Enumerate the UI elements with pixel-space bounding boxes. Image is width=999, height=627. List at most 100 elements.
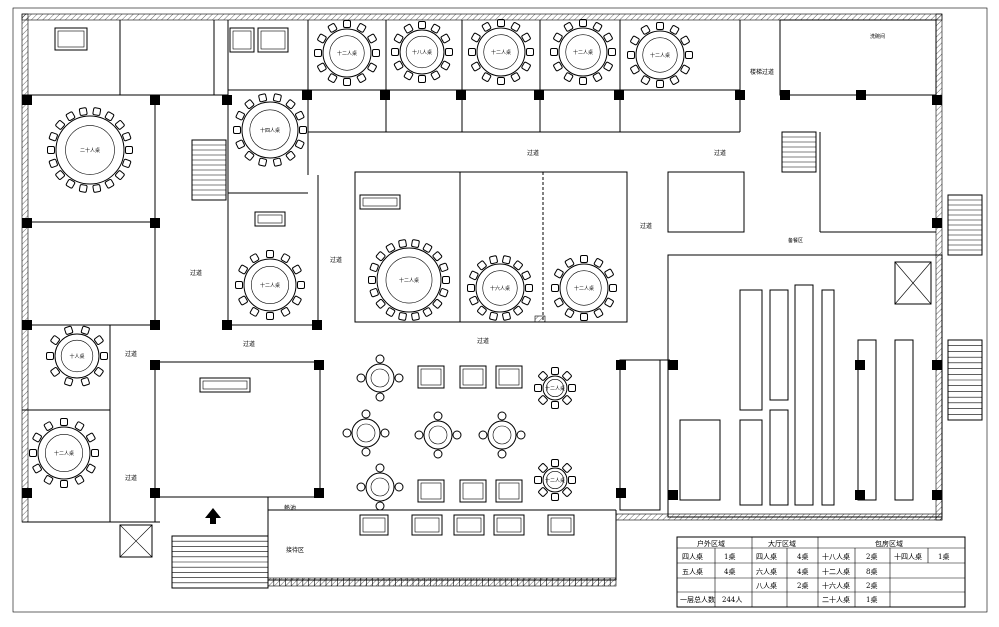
column [668, 360, 678, 370]
round-table-label: 十二人桌 [650, 52, 670, 59]
chair [489, 255, 498, 265]
round-table: 二十人桌 [47, 107, 133, 193]
chair [80, 377, 90, 387]
column [668, 490, 678, 500]
round-table: 十人桌 [46, 325, 108, 387]
chair [272, 157, 282, 167]
column [456, 90, 466, 100]
chair [551, 284, 559, 292]
chair [418, 75, 426, 83]
chair [442, 276, 450, 284]
chair [551, 367, 559, 375]
chair [440, 33, 451, 44]
chair [249, 307, 260, 317]
chair [343, 20, 351, 28]
chair [630, 35, 640, 46]
chair [367, 33, 377, 44]
chair [439, 288, 449, 298]
chair [235, 139, 245, 149]
column [150, 360, 160, 370]
chair [235, 111, 245, 121]
chair [553, 61, 563, 72]
chair [685, 51, 693, 59]
square-table [495, 479, 523, 503]
square-table [229, 27, 255, 53]
chair [55, 120, 65, 130]
chair [86, 463, 96, 474]
corridor-label: 过道 [125, 474, 137, 482]
chair [295, 111, 305, 121]
reception-label: 接待区 [286, 546, 304, 554]
round-table: 十二人桌 [314, 20, 380, 86]
chair [497, 19, 505, 27]
chair [50, 335, 60, 345]
hall-round-table [356, 463, 404, 511]
chair [65, 179, 76, 189]
corridor-label: 过道 [330, 256, 342, 264]
chair [593, 308, 604, 318]
summary-cell: 4桌 [724, 567, 735, 576]
chair [554, 297, 564, 308]
summary-cell: 八人桌 [756, 581, 777, 590]
round-tables: 二十人桌十四人桌十二人桌十人桌十二人桌十二人桌十八人桌十二人桌十二人桌十二人桌十… [29, 19, 693, 501]
column [314, 488, 324, 498]
chair [568, 384, 576, 392]
column [22, 488, 32, 498]
round-table: 十二人桌 [29, 418, 99, 488]
square-table [493, 514, 525, 536]
chair [609, 284, 617, 292]
square-table [495, 365, 523, 389]
chair [292, 264, 302, 275]
chair [538, 371, 548, 381]
round-table-label: 十六人桌 [490, 285, 510, 292]
chair [60, 418, 68, 426]
round-table-label: 十二人桌 [545, 385, 565, 392]
round-table-label: 十二人桌 [260, 282, 280, 289]
chair [64, 377, 74, 387]
chair [29, 449, 37, 457]
chair [592, 72, 603, 82]
chair [43, 475, 54, 485]
chair [94, 335, 104, 345]
chair [656, 80, 664, 88]
column [856, 90, 866, 100]
chair [604, 297, 614, 308]
area-labels: 过道 过道 过道 过道 过道 过道 过道 过道 过道 楼梯过道 熱池 接待区 洗… [125, 33, 885, 554]
chair [32, 463, 42, 474]
chair [122, 132, 132, 142]
chair [551, 401, 559, 409]
chair [467, 284, 475, 292]
summary-section-outdoor: 户外区域 [697, 539, 725, 548]
square-table [257, 27, 289, 53]
chair [489, 311, 498, 321]
chair [385, 307, 396, 317]
column [735, 90, 745, 100]
round-table: 十二人桌 [468, 19, 534, 85]
column [22, 95, 32, 105]
chair [393, 33, 404, 44]
chair [418, 21, 426, 29]
column [855, 490, 865, 500]
chair [356, 23, 367, 33]
column [614, 90, 624, 100]
summary-total-label: 一层总人数 [680, 595, 715, 604]
chair [74, 475, 85, 485]
summary-cell: 四人桌 [682, 552, 703, 561]
chair [235, 281, 243, 289]
round-table-label: 十二人桌 [399, 277, 419, 284]
round-table: 十二人桌 [235, 250, 305, 320]
chair [513, 260, 523, 271]
chair [551, 459, 559, 467]
summary-section-hall: 大厅区域 [768, 539, 796, 548]
chair [48, 132, 58, 142]
chair [280, 307, 291, 317]
round-table-label: 十二人桌 [54, 450, 74, 457]
chair [314, 49, 322, 57]
hall-round-table [414, 411, 462, 459]
summary-cell: 十二人桌 [822, 567, 850, 576]
chair [445, 48, 453, 56]
chair [580, 255, 588, 263]
column [932, 95, 942, 105]
chair [656, 22, 664, 30]
